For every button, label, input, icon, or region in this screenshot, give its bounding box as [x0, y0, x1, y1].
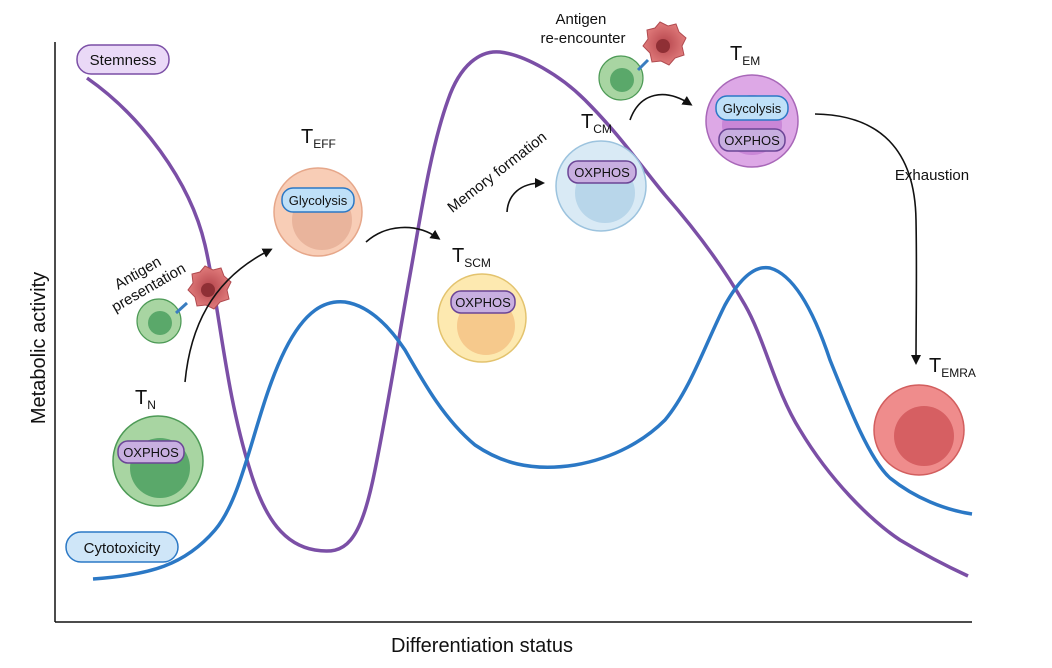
cell-teff: Glycolysis	[273, 167, 363, 257]
svg-text:Stemness: Stemness	[90, 52, 157, 69]
svg-text:OXPHOS: OXPHOS	[123, 445, 179, 460]
cell-tem: Glycolysis OXPHOS	[705, 74, 799, 168]
arrow-tcm-to-tem	[629, 93, 693, 121]
y-axis-label: Metabolic activity	[28, 272, 50, 424]
svg-text:OXPHOS: OXPHOS	[574, 165, 630, 180]
annotation-memory-formation: Memory formation	[444, 129, 550, 217]
cytotoxicity-curve	[92, 265, 973, 581]
label-temra: TEMRA	[929, 355, 976, 380]
cell-tscm: OXPHOS	[437, 273, 527, 363]
x-axis-label: Differentiation status	[391, 635, 573, 657]
svg-text:Glycolysis: Glycolysis	[723, 101, 782, 116]
svg-text:Cytotoxicity: Cytotoxicity	[84, 540, 161, 557]
antigen-presenting-cell-icon	[136, 265, 232, 344]
svg-text:OXPHOS: OXPHOS	[724, 133, 780, 148]
svg-text:OXPHOS: OXPHOS	[455, 295, 511, 310]
cell-tcm: OXPHOS	[555, 140, 647, 232]
cell-tn: OXPHOS	[112, 415, 204, 507]
arrow-tn-to-teff	[184, 248, 273, 383]
antigen-reencounter-cell-icon	[598, 21, 687, 101]
cytotoxicity-label: Cytotoxicity	[65, 531, 179, 563]
svg-text:Glycolysis: Glycolysis	[289, 193, 348, 208]
stemness-curve	[85, 50, 969, 578]
arrow-tem-to-temra	[814, 113, 922, 365]
label-tn: TN	[135, 387, 156, 412]
label-tcm: TCM	[581, 111, 612, 136]
annotation-exhaustion: Exhaustion	[895, 167, 969, 184]
annotation-antigen-reencounter: Antigen re-encounter	[540, 11, 625, 47]
label-tscm: TSCM	[452, 245, 491, 270]
label-tem: TEM	[730, 43, 760, 68]
stemness-label: Stemness	[76, 44, 170, 75]
arrow-tscm-to-tcm	[506, 178, 545, 213]
arrow-teff-to-tscm	[365, 226, 441, 243]
cell-temra	[873, 384, 965, 476]
label-teff: TEFF	[301, 126, 336, 151]
